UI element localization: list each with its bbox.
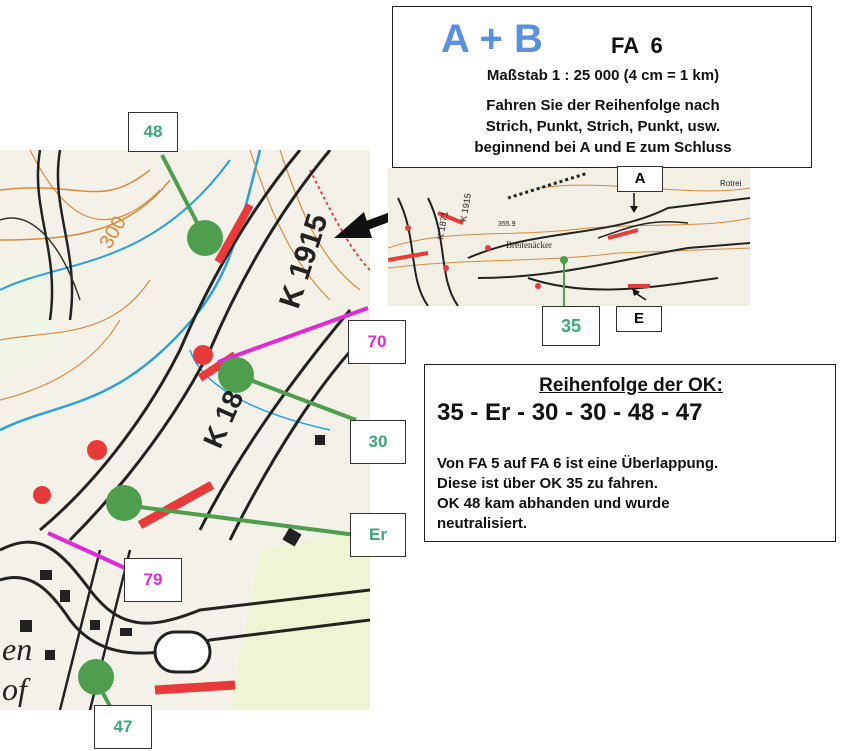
ok-marker-er: Er — [350, 513, 406, 557]
ok-marker-47: 47 — [94, 705, 152, 749]
overview-label-e: E — [616, 306, 662, 332]
scale-text: Maßstab 1 : 25 000 (4 cm = 1 km) — [486, 67, 720, 84]
sequence-list: 35 - Er - 30 - 30 - 48 - 47 — [437, 399, 703, 426]
instruction-line-2: Strich, Punkt, Strich, Punkt, usw. — [485, 118, 721, 135]
overview-label-35: 35 — [542, 306, 600, 346]
header-box: A + B FA 6 Maßstab 1 : 25 000 (4 cm = 1 … — [392, 6, 812, 168]
overview-label-a: A — [617, 166, 663, 192]
overview-place: Breitenäcker — [506, 240, 552, 250]
note-line-2: Diese ist über OK 35 zu fahren. — [437, 475, 658, 492]
town-label-en: en — [2, 631, 32, 667]
note-line-1: Von FA 5 auf FA 6 ist eine Überlappung. — [437, 455, 719, 472]
fa-label: FA 6 — [611, 33, 663, 58]
ok-marker-30: 30 — [350, 420, 406, 464]
overview-place-2: Rotrei — [720, 179, 742, 188]
overview-map: K 1915 K 1871 Breitenäcker Rotrei 355.9 — [388, 168, 750, 306]
note-line-3: OK 48 kam abhanden und wurde — [437, 495, 670, 512]
ok-marker-48: 48 — [128, 112, 178, 152]
overview-road-k1915: K 1915 — [458, 193, 473, 223]
instruction-line-1: Fahren Sie der Reihenfolge nach — [486, 97, 720, 114]
sequence-title: Reihenfolge der OK: — [539, 375, 723, 396]
overview-road-k1871: K 1871 — [435, 211, 450, 241]
detail-map: K 1915 K 18 300 en of — [0, 150, 370, 710]
ok-marker-79: 79 — [124, 558, 182, 602]
ab-title: A + B — [441, 17, 543, 61]
note-line-4: neutralisiert. — [437, 515, 528, 532]
sequence-box: Reihenfolge der OK: 35 - Er - 30 - 30 - … — [424, 364, 836, 542]
overview-height: 355.9 — [498, 221, 516, 228]
ok-marker-70: 70 — [348, 320, 406, 364]
instruction-line-3: beginnend bei A und E zum Schluss — [474, 139, 732, 156]
town-label-of: of — [2, 671, 31, 707]
